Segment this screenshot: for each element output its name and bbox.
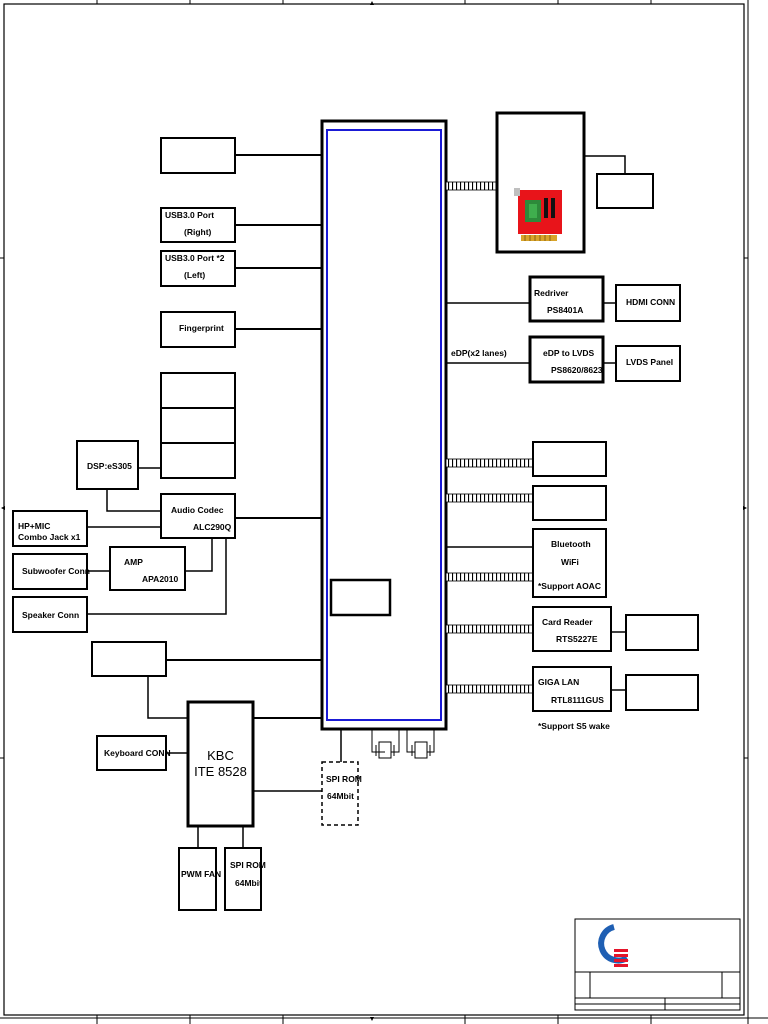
- giga-lan-note: *Support S5 wake: [538, 721, 610, 731]
- speaker-label: Speaker Conn: [22, 610, 80, 620]
- subwoofer-label: Subwoofer Conn: [22, 566, 90, 576]
- left-blank-boxes: [91, 137, 236, 677]
- spi-rom-dashed-box: [321, 761, 359, 826]
- crystal-icon: [406, 729, 435, 759]
- dsp-label: DSP:eS305: [87, 461, 132, 471]
- crystal-icon: [371, 729, 400, 759]
- card-reader-line1: Card Reader: [542, 617, 593, 627]
- spi-rom-kbc-line1: SPI ROM: [230, 860, 266, 870]
- gpu-output-box: [596, 173, 654, 209]
- pwm-fan-label: PWM FAN: [181, 869, 222, 879]
- redriver-line1: Redriver: [534, 288, 569, 298]
- audio-codec-line2: ALC290Q: [193, 522, 232, 532]
- pch-inner-border: [326, 129, 442, 721]
- usb-left-line2: (Left): [184, 270, 206, 280]
- kbc-line1: KBC: [207, 748, 234, 763]
- hdmi-conn-label: HDMI CONN: [626, 297, 676, 307]
- fingerprint-label: Fingerprint: [179, 323, 224, 333]
- left-connections: [166, 154, 322, 719]
- spi-rom-pch-line1: SPI ROM: [326, 774, 362, 784]
- kbc-line2: ITE 8528: [194, 764, 247, 779]
- pch-block: [320, 119, 448, 731]
- card-reader-line2: RTS5227E: [556, 634, 598, 644]
- graphics-card-icon: [514, 188, 562, 241]
- lvds-panel-label: LVDS Panel: [626, 357, 674, 367]
- edp-lanes-label: eDP(x2 lanes): [451, 348, 507, 358]
- redriver-line2: PS8401A: [547, 305, 584, 315]
- edp-lvds-line1: eDP to LVDS: [543, 348, 595, 358]
- giga-lan-line2: RTL8111GUS: [551, 695, 604, 705]
- labeled-box-outlines: [12, 207, 681, 911]
- title-block: [574, 918, 741, 1011]
- audio-codec-line1: Audio Codec: [171, 505, 224, 515]
- edp-lvds-line2: PS8620/8623: [551, 365, 603, 375]
- giga-lan-line1: GIGA LAN: [538, 677, 580, 687]
- amp-line2: APA2010: [142, 574, 179, 584]
- bt-wifi-line2: WiFi: [561, 557, 579, 567]
- usb-left-line1: USB3.0 Port *2: [165, 253, 225, 263]
- bt-wifi-line1: Bluetooth: [551, 539, 591, 549]
- audio-wiring: [87, 467, 227, 719]
- company-logo: [598, 924, 629, 967]
- amp-line1: AMP: [124, 557, 143, 567]
- keyboard-conn-label: Keyboard CONN: [104, 748, 171, 758]
- thick-box-outlines: [186, 275, 605, 828]
- usb-right-line2: (Right): [184, 227, 212, 237]
- kbc-wiring: [166, 729, 342, 848]
- hp-mic-line2: Combo Jack x1: [18, 532, 81, 542]
- bt-wifi-note: *Support AOAC: [538, 581, 601, 591]
- frame-center-marks: [1, 1, 747, 1021]
- usb-right-line1: USB3.0 Port: [165, 210, 215, 220]
- hp-mic-line1: HP+MIC: [18, 521, 51, 531]
- right-blank-boxes: [532, 441, 699, 711]
- right-connections: [446, 155, 626, 691]
- pch-internal-block: [329, 578, 392, 617]
- spi-rom-kbc-line2: 64Mbit: [235, 878, 262, 888]
- spi-rom-pch-line2: 64Mbit: [327, 791, 354, 801]
